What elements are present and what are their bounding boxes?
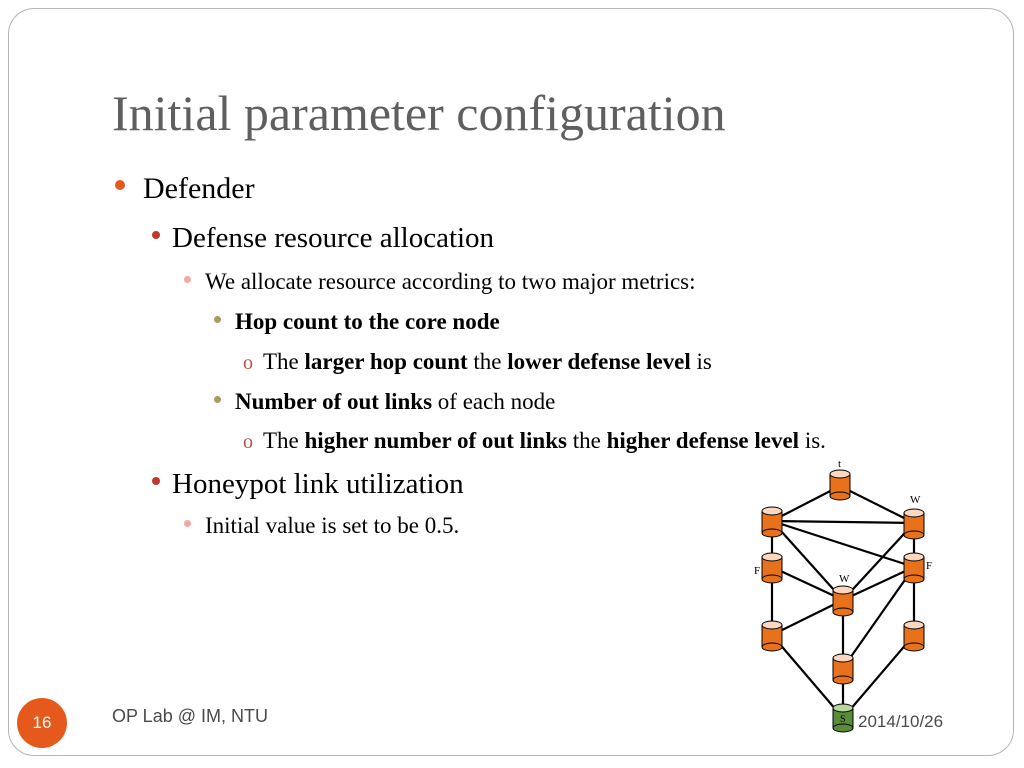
label-f-left: F	[754, 565, 760, 577]
slide-frame	[8, 8, 1014, 756]
node-source	[832, 703, 854, 733]
label-f-right: F	[926, 560, 932, 572]
bullet-dot-icon	[214, 316, 221, 323]
text-run: The	[263, 428, 305, 453]
node-lower-center	[832, 653, 854, 685]
bullet-out-links: Number of out links of each node	[214, 389, 555, 415]
node-lower-right	[903, 620, 925, 652]
text-run: of each node	[432, 389, 556, 414]
slide-title: Initial parameter configuration	[112, 85, 726, 141]
bold-run: higher defense level	[606, 428, 800, 453]
bullet-initial-value: Initial value is set to be 0.5.	[184, 513, 459, 539]
footer-date: 2014/10/26	[858, 712, 944, 731]
bullet-defense-resource: Defense resource allocation	[152, 222, 494, 255]
bullet-dot-icon	[214, 396, 221, 403]
bullet-larger-hop: o The larger hop count the lower defense…	[243, 349, 712, 375]
bold-run: higher number of out links	[304, 428, 567, 453]
label-s: S	[840, 714, 846, 725]
node-lower-left	[761, 620, 783, 652]
network-diagram: t W F F W S	[754, 458, 932, 733]
text-run: the	[566, 428, 607, 453]
label-w-top-right: W	[910, 494, 921, 506]
text-run: the	[467, 349, 508, 374]
text-run: is	[690, 349, 712, 374]
text-run: is.	[799, 428, 826, 453]
bold-run: Number of out links	[235, 389, 433, 414]
bold-run: larger hop count	[304, 349, 468, 374]
bold-run: lower defense level	[507, 349, 691, 374]
node-center	[832, 585, 854, 617]
bullet-honeypot: Honeypot link utilization	[152, 468, 464, 501]
node-left-mid	[761, 552, 783, 584]
bullet-allocate-metrics: We allocate resource according to two ma…	[184, 269, 696, 295]
bullet-text: Defender	[143, 172, 255, 205]
circle-marker-icon: o	[243, 431, 253, 453]
bullet-text: Hop count to the core node	[235, 309, 500, 334]
label-t: t	[838, 458, 841, 470]
bullet-text: Honeypot link utilization	[172, 468, 464, 500]
page-number-badge: 16	[17, 698, 67, 748]
bullet-higher-out-links: o The higher number of out links the hig…	[243, 428, 826, 454]
bullet-dot-icon	[184, 276, 191, 283]
bullet-dot-icon	[115, 180, 125, 190]
bullet-text: We allocate resource according to two ma…	[205, 269, 696, 294]
bullet-dot-icon	[184, 520, 191, 527]
node-t	[829, 469, 851, 501]
bullet-text: Defense resource allocation	[172, 222, 495, 254]
footer-text: OP Lab @ IM, NTU	[112, 706, 268, 726]
text-run: The	[263, 349, 305, 374]
circle-marker-icon: o	[243, 352, 253, 374]
node-top-left	[761, 506, 783, 538]
bullet-text: Initial value is set to be 0.5.	[205, 513, 460, 538]
bullet-dot-icon	[152, 477, 160, 485]
label-w-center: W	[839, 573, 850, 585]
bullet-defender: Defender	[115, 172, 255, 206]
node-top-right	[903, 508, 925, 540]
bullet-dot-icon	[152, 231, 160, 239]
node-right-mid	[903, 552, 925, 584]
bullet-hop-count: Hop count to the core node	[214, 309, 500, 335]
